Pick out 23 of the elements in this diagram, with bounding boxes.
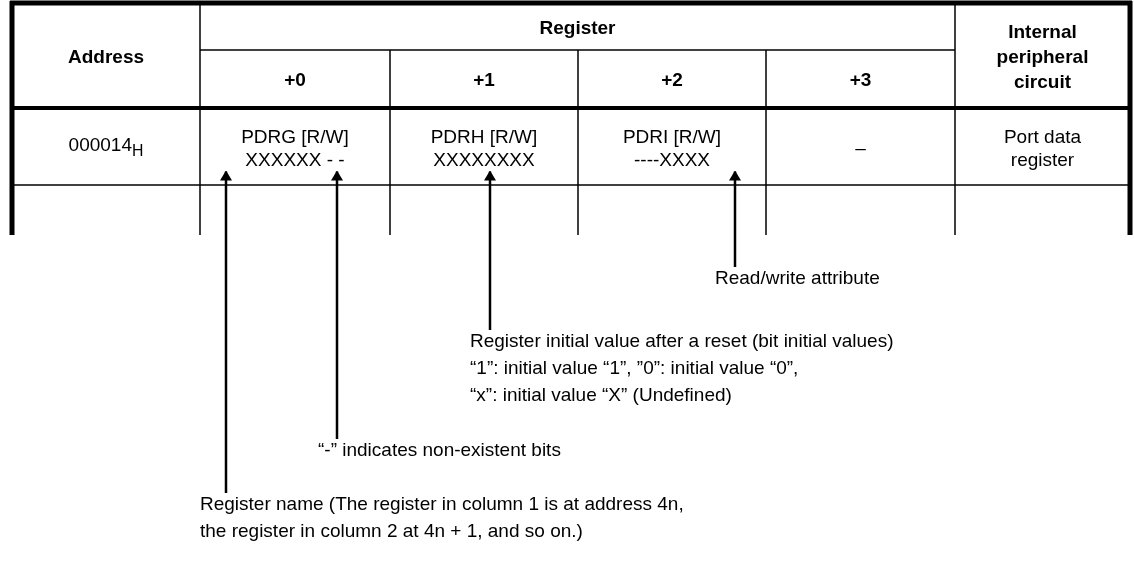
annotation-text: Register name (The register in column 1 is at address 4n, the register in column 2 at 4n + 1, and so on.) [200,490,705,544]
column-header: Internal peripheral circuit [995,20,1090,94]
column-header: +3 [849,67,872,91]
column-header: +0 [284,67,306,91]
table-cell: PDRH [R/W] XXXXXXXX [400,124,568,171]
column-header: +1 [473,67,495,91]
table-cell: – [855,136,866,159]
column-header: +2 [661,67,683,91]
annotation-text: “-” indicates non-existent bits [318,436,561,463]
annotation-text: Read/write attribute [715,264,880,291]
leader-line [729,170,741,267]
table-cell: PDRI [R/W] ----XXXX [588,124,756,171]
column-header: Register [539,16,616,39]
table-cell-text: Port data register [1002,124,1083,171]
table-cell: PDRG [R/W] XXXXXX - - [210,124,380,171]
annotation-text: “1”: initial value “1”, ”0”: initial value “0”, [470,356,800,380]
leader-line [220,170,232,493]
table-cell-text: 000014$_{H}$ [68,133,144,161]
leader-line [484,170,496,330]
column-header: Address [68,45,144,68]
annotation-text: “x”: initial value “X” (Undefined) [470,383,733,407]
annotation-text: Register initial value after a reset (bit initial values) [470,329,894,353]
leader-line [331,170,343,439]
